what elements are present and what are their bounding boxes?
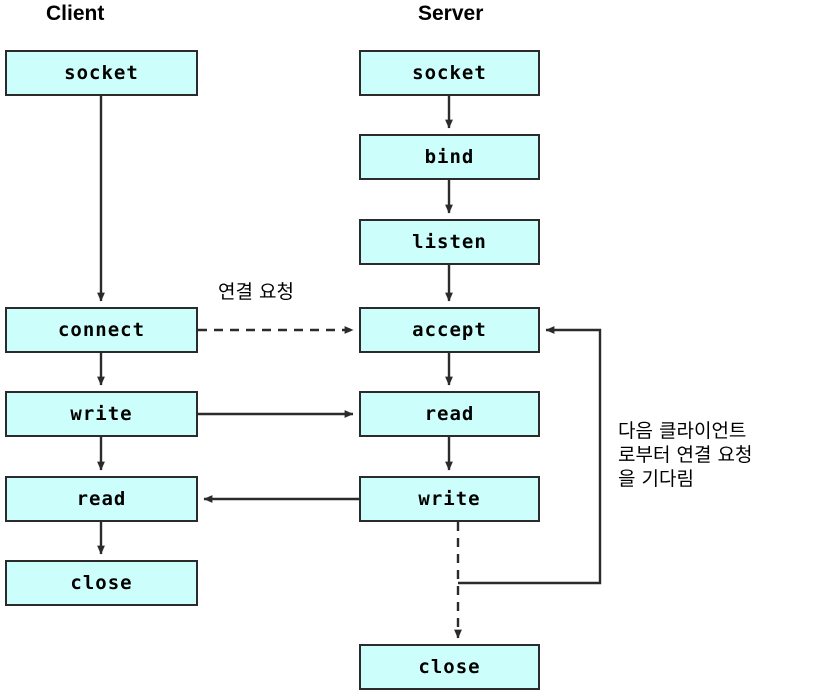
column-title-client: Client (46, 2, 105, 25)
node-client-connect[interactable]: connect (5, 307, 198, 353)
annotation-wait-for-next-client: 다음 클라이언트 로부터 연결 요청 을 기다림 (618, 420, 753, 490)
node-client-write[interactable]: write (5, 391, 198, 437)
node-server-read[interactable]: read (359, 391, 540, 437)
node-client-read[interactable]: read (5, 476, 198, 522)
node-server-listen[interactable]: listen (359, 219, 540, 265)
column-title-server: Server (418, 2, 484, 25)
node-server-socket[interactable]: socket (359, 50, 540, 96)
edge-loop-back-to-accept (458, 326, 602, 585)
node-server-bind[interactable]: bind (359, 134, 540, 180)
node-server-accept[interactable]: accept (359, 307, 540, 353)
node-server-write[interactable]: write (359, 476, 540, 522)
node-server-close[interactable]: close (359, 644, 540, 690)
node-client-close[interactable]: close (5, 560, 198, 606)
edge-label-connection-request: 연결 요청 (218, 281, 294, 303)
node-client-socket[interactable]: socket (5, 50, 198, 96)
